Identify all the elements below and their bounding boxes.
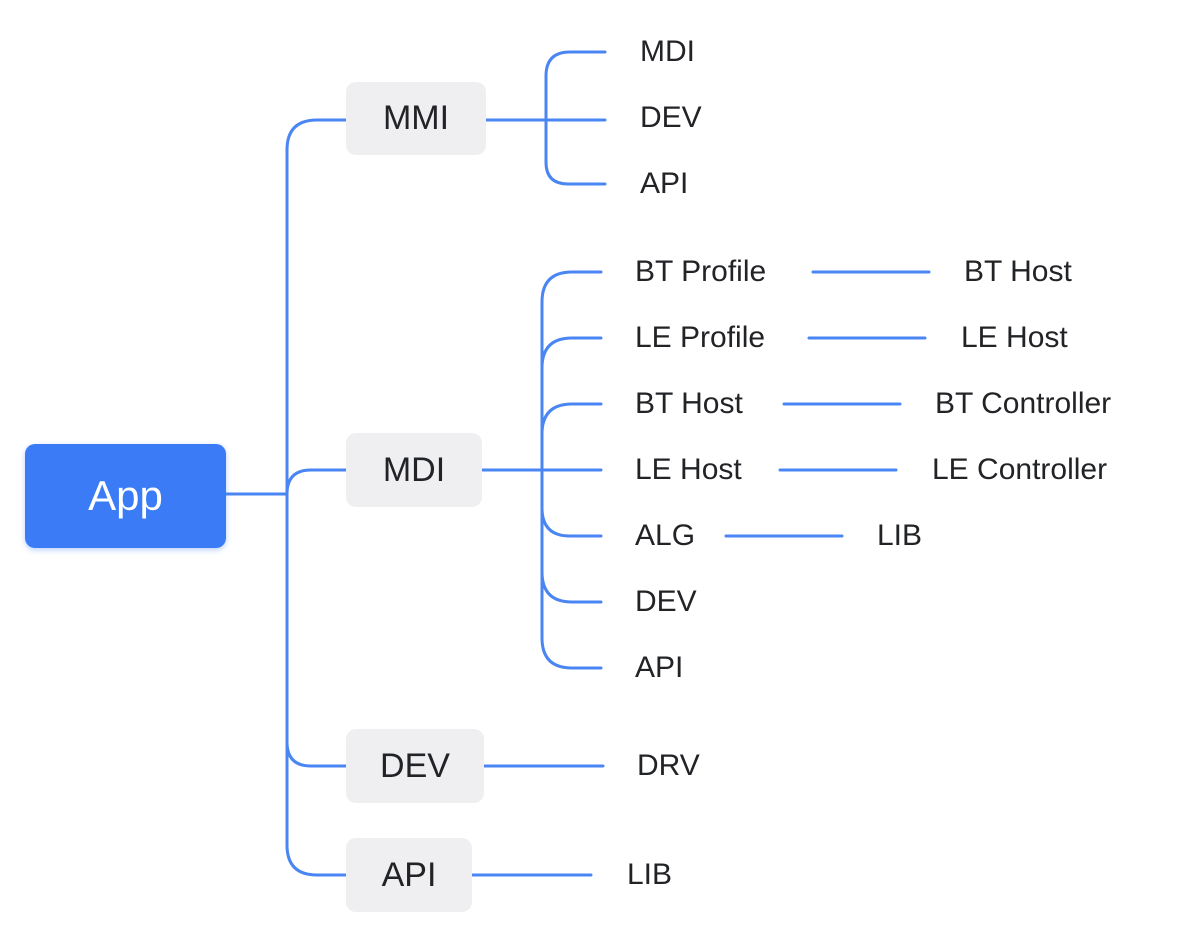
leaf-le-profile-le-host[interactable]: LE Host	[961, 321, 1068, 354]
leaf-mmi-dev[interactable]: DEV	[640, 101, 702, 134]
connector-mdi-bt-host	[540, 402, 603, 436]
node-api-label: API	[381, 855, 437, 894]
connector-root-mdi	[285, 468, 348, 496]
leaf-le-host-le-controller[interactable]: LE Controller	[932, 453, 1108, 486]
connector-mdi-dev	[540, 570, 603, 604]
leaf-bt-profile-bt-host[interactable]: BT Host	[964, 255, 1072, 288]
leaf-mmi-api[interactable]: API	[640, 167, 689, 200]
root-node-app[interactable]: App	[25, 444, 226, 548]
connector-mdi-bt-profile	[540, 270, 603, 304]
connector-root-api	[285, 843, 348, 877]
leaf-mdi-bt-host[interactable]: BT Host	[635, 387, 743, 420]
node-dev[interactable]: DEV	[346, 729, 484, 803]
leaf-mdi-api[interactable]: API	[635, 651, 684, 684]
leaf-mdi-le-host[interactable]: LE Host	[635, 453, 742, 486]
leaf-api-lib[interactable]: LIB	[627, 858, 673, 891]
leaf-dev-drv[interactable]: DRV	[637, 749, 700, 782]
node-mdi-label: MDI	[382, 450, 446, 489]
node-mmi[interactable]: MMI	[346, 82, 486, 155]
leaf-bt-host-bt-controller[interactable]: BT Controller	[935, 387, 1112, 420]
connector-root-dev	[285, 740, 348, 768]
connector-mmi-api	[544, 160, 607, 186]
leaf-mmi-mdi[interactable]: MDI	[640, 35, 695, 68]
leaf-mdi-bt-profile[interactable]: BT Profile	[635, 255, 767, 288]
connector-mdi-alg	[540, 506, 603, 538]
connector-mdi-api	[540, 636, 603, 670]
connector-mmi-mdi	[544, 50, 607, 78]
node-api[interactable]: API	[346, 838, 472, 912]
leaf-mdi-dev[interactable]: DEV	[635, 585, 697, 618]
connector-mdi-le-profile	[540, 336, 603, 370]
root-label: App	[88, 472, 163, 519]
node-mdi[interactable]: MDI	[346, 433, 482, 507]
leaf-alg-lib[interactable]: LIB	[877, 519, 923, 552]
leaf-mdi-alg[interactable]: ALG	[635, 519, 696, 552]
node-dev-label: DEV	[380, 746, 450, 785]
connector-root-mmi	[285, 118, 348, 152]
leaf-mdi-le-profile[interactable]: LE Profile	[635, 321, 766, 354]
node-mmi-label: MMI	[382, 99, 450, 137]
